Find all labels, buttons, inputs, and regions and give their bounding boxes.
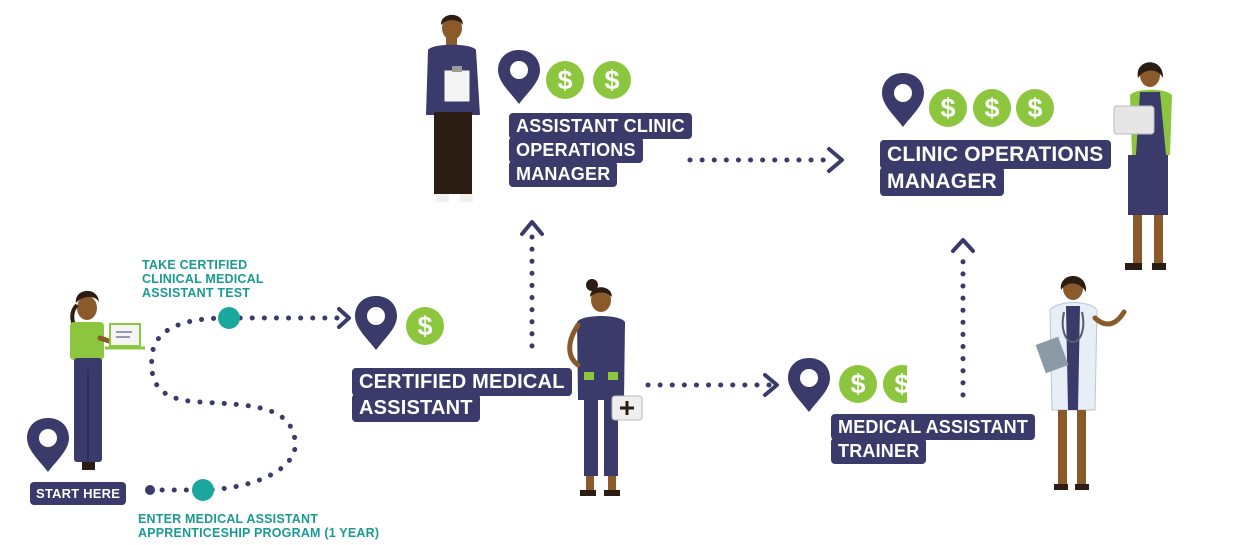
arrow-to-manager bbox=[827, 147, 844, 173]
medical-assistant-trainer-label: MEDICAL ASSISTANT TRAINER bbox=[831, 414, 1036, 464]
location-pin-icon bbox=[788, 358, 830, 412]
dollar-sign-icon bbox=[593, 61, 631, 99]
arrow-to-trainer bbox=[763, 373, 779, 397]
path-start-dot bbox=[145, 485, 155, 495]
person-clipboard-illustration bbox=[426, 14, 480, 202]
take-test-line3: ASSISTANT TEST bbox=[142, 286, 251, 300]
milestone-test-dot bbox=[218, 307, 240, 329]
dollar-sign-icon bbox=[929, 89, 967, 127]
dollar-sign-icon bbox=[973, 89, 1011, 127]
trainer-line2: TRAINER bbox=[831, 438, 927, 464]
start-here-text: START HERE bbox=[30, 482, 127, 505]
manager-line2: MANAGER bbox=[880, 167, 1004, 196]
dollar-sign-icon bbox=[883, 365, 907, 403]
location-pin-icon bbox=[498, 50, 540, 104]
arrow-trainer-to-manager bbox=[951, 238, 975, 253]
person-nurse-illustration bbox=[567, 279, 643, 496]
apprenticeship-line1: ENTER MEDICAL ASSISTANT bbox=[138, 512, 319, 526]
clinic-operations-manager-label: CLINIC OPERATIONS MANAGER bbox=[880, 140, 1111, 196]
location-pin-icon bbox=[27, 418, 69, 472]
take-test-line2: CLINICAL MEDICAL bbox=[142, 272, 264, 286]
trainer-line1: MEDICAL ASSISTANT bbox=[831, 414, 1036, 440]
arrow-to-assistant-manager bbox=[520, 220, 544, 236]
person-doctor-illustration bbox=[1035, 276, 1127, 490]
dollar-sign-icon bbox=[839, 365, 877, 403]
start-here-label: START HERE bbox=[30, 482, 127, 505]
arrow-to-certified bbox=[337, 307, 351, 329]
apprenticeship-line2: APPRENTICESHIP PROGRAM (1 YEAR) bbox=[138, 526, 380, 540]
manager-line1: CLINIC OPERATIONS bbox=[880, 140, 1111, 169]
dollar-sign-icon bbox=[546, 61, 584, 99]
assistant-manager-line3: MANAGER bbox=[509, 161, 618, 187]
person-tablet-illustration bbox=[1113, 62, 1172, 270]
location-pin-icon bbox=[882, 73, 924, 127]
location-pin-icon bbox=[355, 296, 397, 350]
assistant-clinic-operations-manager-label: ASSISTANT CLINIC OPERATIONS MANAGER bbox=[509, 113, 692, 187]
certified-medical-assistant-label: CERTIFIED MEDICAL ASSISTANT bbox=[352, 368, 572, 422]
take-test-line1: TAKE CERTIFIED bbox=[142, 258, 248, 272]
apprenticeship-note: ENTER MEDICAL ASSISTANT APPRENTICESHIP P… bbox=[138, 512, 379, 540]
assistant-manager-line1: ASSISTANT CLINIC bbox=[509, 113, 692, 139]
certified-line2: ASSISTANT bbox=[352, 394, 480, 422]
person-laptop-illustration bbox=[70, 290, 145, 470]
arrowheads bbox=[337, 147, 975, 397]
take-test-note: TAKE CERTIFIED CLINICAL MEDICAL ASSISTAN… bbox=[142, 258, 264, 300]
assistant-manager-line2: OPERATIONS bbox=[509, 137, 643, 163]
certified-line1: CERTIFIED MEDICAL bbox=[352, 368, 572, 396]
dollar-sign-icon bbox=[1016, 89, 1054, 127]
milestone-apprenticeship-dot bbox=[192, 479, 214, 501]
path-start-to-test bbox=[147, 157, 966, 493]
dollar-sign-icon bbox=[406, 307, 444, 345]
